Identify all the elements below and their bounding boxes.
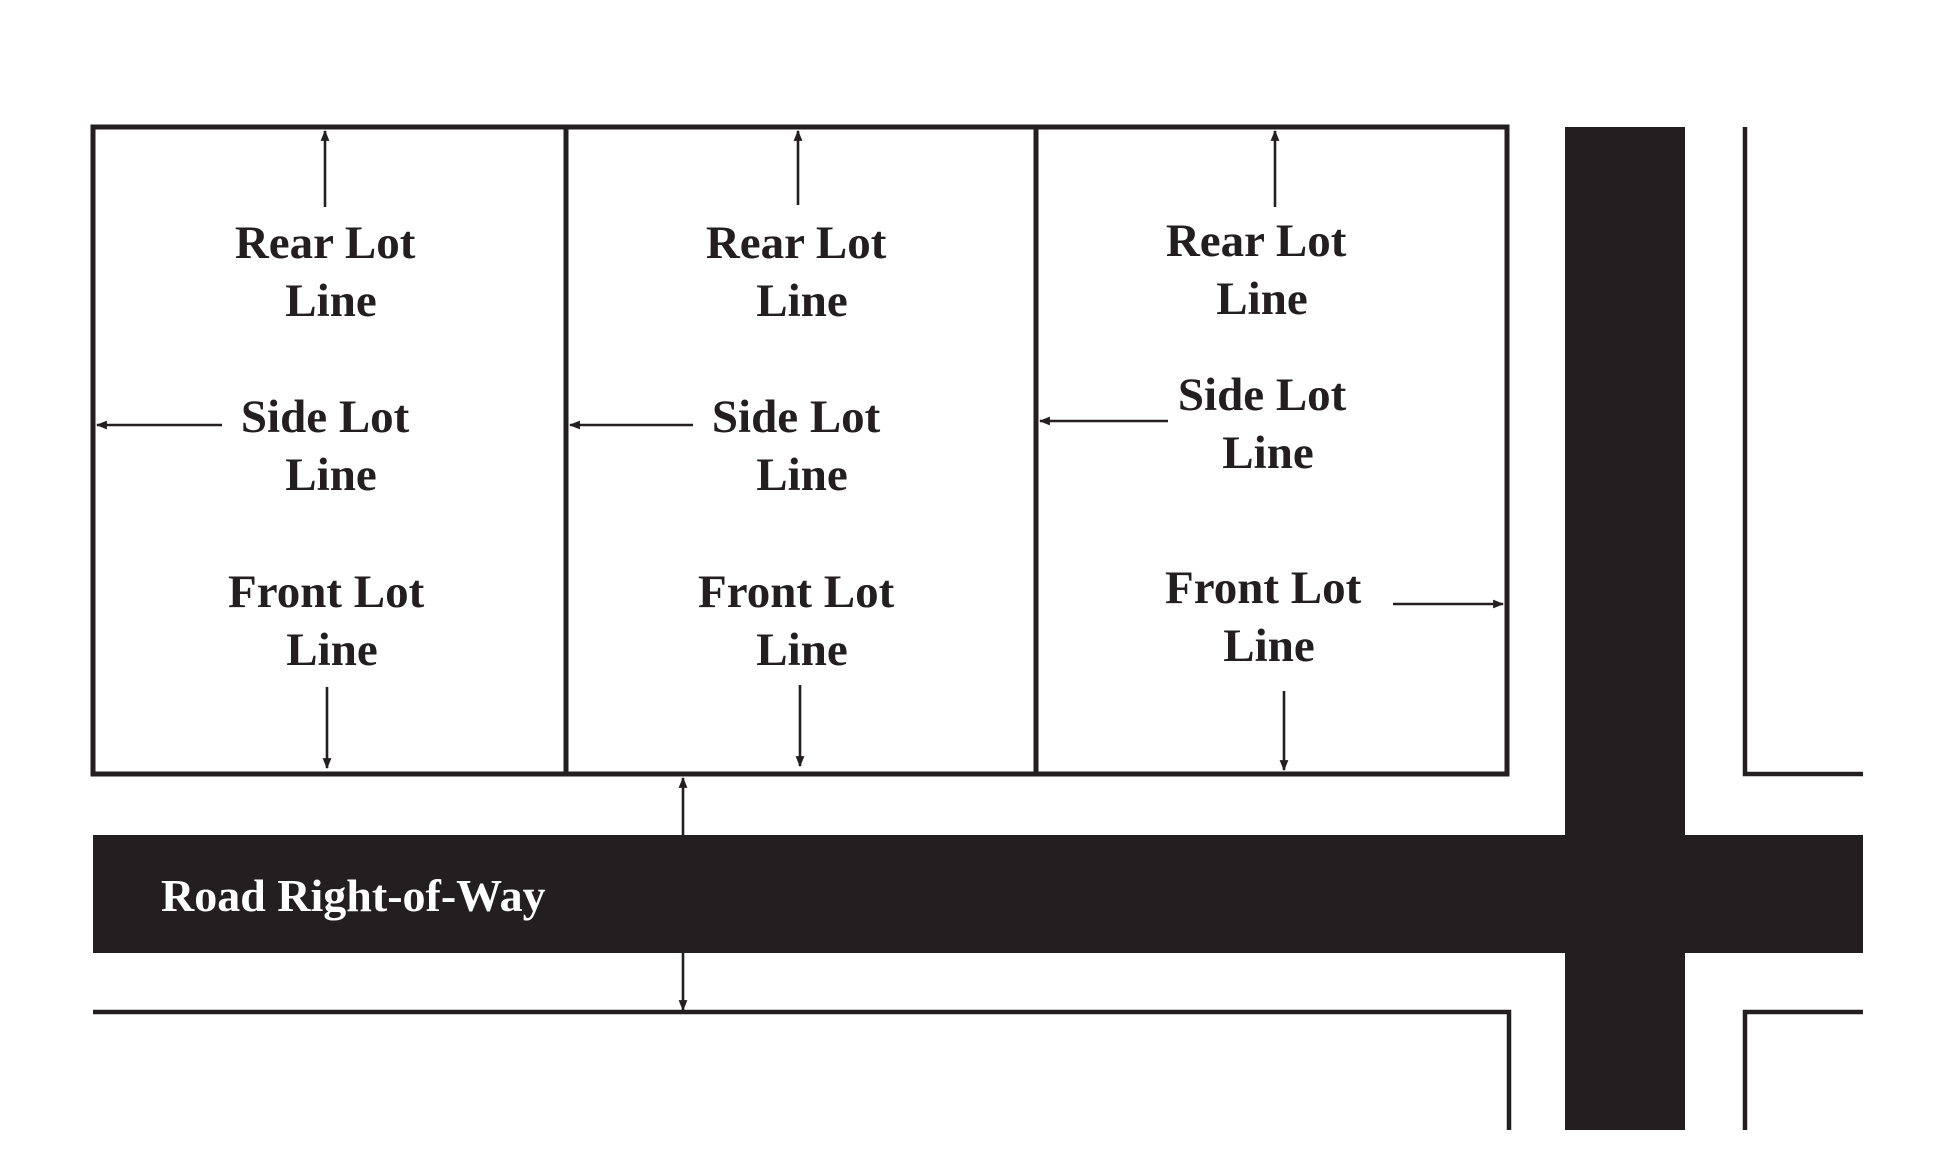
opposite-lot-edge-right	[1742, 1009, 1863, 1130]
rear-lot-line-label-line1: Rear Lot	[706, 217, 887, 269]
rear-lot-line-label-line1: Rear Lot	[1166, 215, 1347, 267]
side-lot-line-label: Side Lot Line	[1178, 369, 1358, 479]
front-lot-line-label-line1: Front Lot	[698, 566, 895, 618]
front-lot-line-label-line2: Line	[1223, 620, 1314, 672]
lot-1: Rear Lot Line Side Lot Line Front Lot Li…	[95, 129, 436, 770]
side-lot-line-label-line2: Line	[285, 449, 376, 501]
front-lot-line-label-line2: Line	[286, 624, 377, 676]
rear-lot-line-label-line2: Line	[1216, 273, 1307, 325]
road-right-of-way-label: Road Right-of-Way	[161, 870, 546, 921]
rear-lot-line-label-line2: Line	[756, 275, 847, 327]
front-lot-line-label: Front Lot Line	[228, 566, 436, 676]
rear-lot-line-label: Rear Lot Line	[235, 217, 427, 327]
lots-block	[90, 124, 1510, 777]
side-lot-line-label-line1: Side Lot	[241, 391, 410, 443]
side-lot-line-label-line2: Line	[756, 449, 847, 501]
front-lot-line-label: Front Lot Line	[1165, 562, 1373, 672]
lot-3: Rear Lot Line Side Lot Line Front Lot Li…	[1038, 129, 1505, 772]
rear-lot-line-label: Rear Lot Line	[1166, 215, 1358, 325]
lot-2: Rear Lot Line Side Lot Line Front Lot Li…	[568, 129, 906, 768]
lots-outline	[90, 124, 1510, 777]
side-lot-line-label-line2: Line	[1222, 427, 1313, 479]
adjacent-lot-edge-top-right	[1742, 127, 1863, 777]
front-lot-line-label-line1: Front Lot	[228, 566, 425, 618]
side-lot-line-label: Side Lot Line	[712, 391, 892, 501]
front-lot-line-label-line2: Line	[756, 624, 847, 676]
front-lot-line-label: Front Lot Line	[698, 566, 906, 676]
rear-lot-line-label-line1: Rear Lot	[235, 217, 416, 269]
rear-lot-line-label-line2: Line	[285, 275, 376, 327]
cross-street	[1565, 127, 1685, 1130]
side-lot-line-label: Side Lot Line	[241, 391, 421, 501]
opposite-lot-edge-left	[93, 1009, 1512, 1130]
side-lot-line-label-line1: Side Lot	[712, 391, 881, 443]
front-lot-line-label-line1: Front Lot	[1165, 562, 1362, 614]
side-lot-line-label-line1: Side Lot	[1178, 369, 1347, 421]
rear-lot-line-label: Rear Lot Line	[706, 217, 898, 327]
